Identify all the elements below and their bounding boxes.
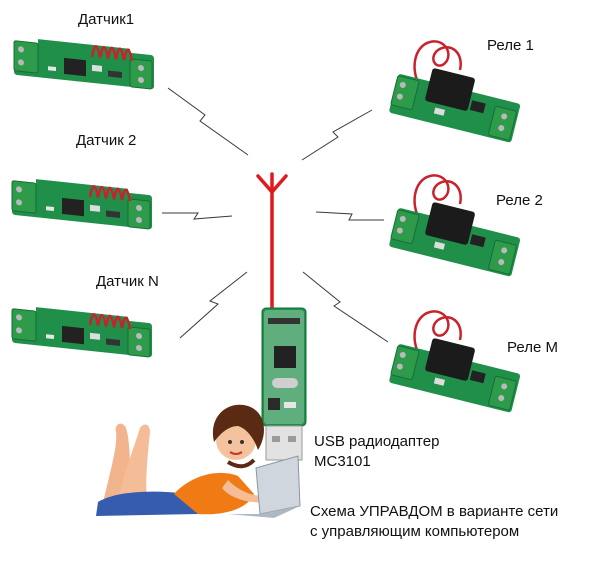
link-sensor-n xyxy=(179,271,248,339)
sensor-label-2: Датчик 2 xyxy=(76,132,137,149)
relay-label-2: Реле 2 xyxy=(496,192,543,209)
relay-label-m: Реле М xyxy=(507,339,558,356)
usb-adapter-label: USB радиодаптер МС3101 xyxy=(314,432,439,473)
link-relay-2 xyxy=(315,211,384,221)
usb-dongle-icon xyxy=(261,307,307,461)
sensor-board-2-icon xyxy=(11,179,152,230)
link-sensor-2 xyxy=(162,212,233,220)
usb-adapter-line1: USB радиодаптер xyxy=(314,433,440,450)
relay-board-m-icon xyxy=(389,310,521,413)
sensor-board-1-icon xyxy=(13,39,154,90)
relay-label-1: Реле 1 xyxy=(487,37,534,54)
link-relay-m xyxy=(302,271,389,343)
antenna-icon xyxy=(256,172,288,328)
link-sensor-1 xyxy=(167,87,249,156)
caption-line1: Схема УПРАВДОМ в варианте сети xyxy=(310,503,559,520)
sensor-label-n: Датчик N xyxy=(96,273,159,290)
sensor-board-n-icon xyxy=(11,307,152,358)
relay-board-2-icon xyxy=(389,174,521,277)
diagram-caption: Схема УПРАВДОМ в варианте сети с управля… xyxy=(310,502,558,543)
relay-board-1-icon xyxy=(389,40,521,143)
link-relay-1 xyxy=(301,109,373,161)
sensor-label-1: Датчик1 xyxy=(78,11,135,28)
usb-adapter-line2: МС3101 xyxy=(314,453,371,471)
caption-line2: с управляющим компьютером xyxy=(310,523,520,541)
user-with-laptop-illustration xyxy=(96,404,301,518)
